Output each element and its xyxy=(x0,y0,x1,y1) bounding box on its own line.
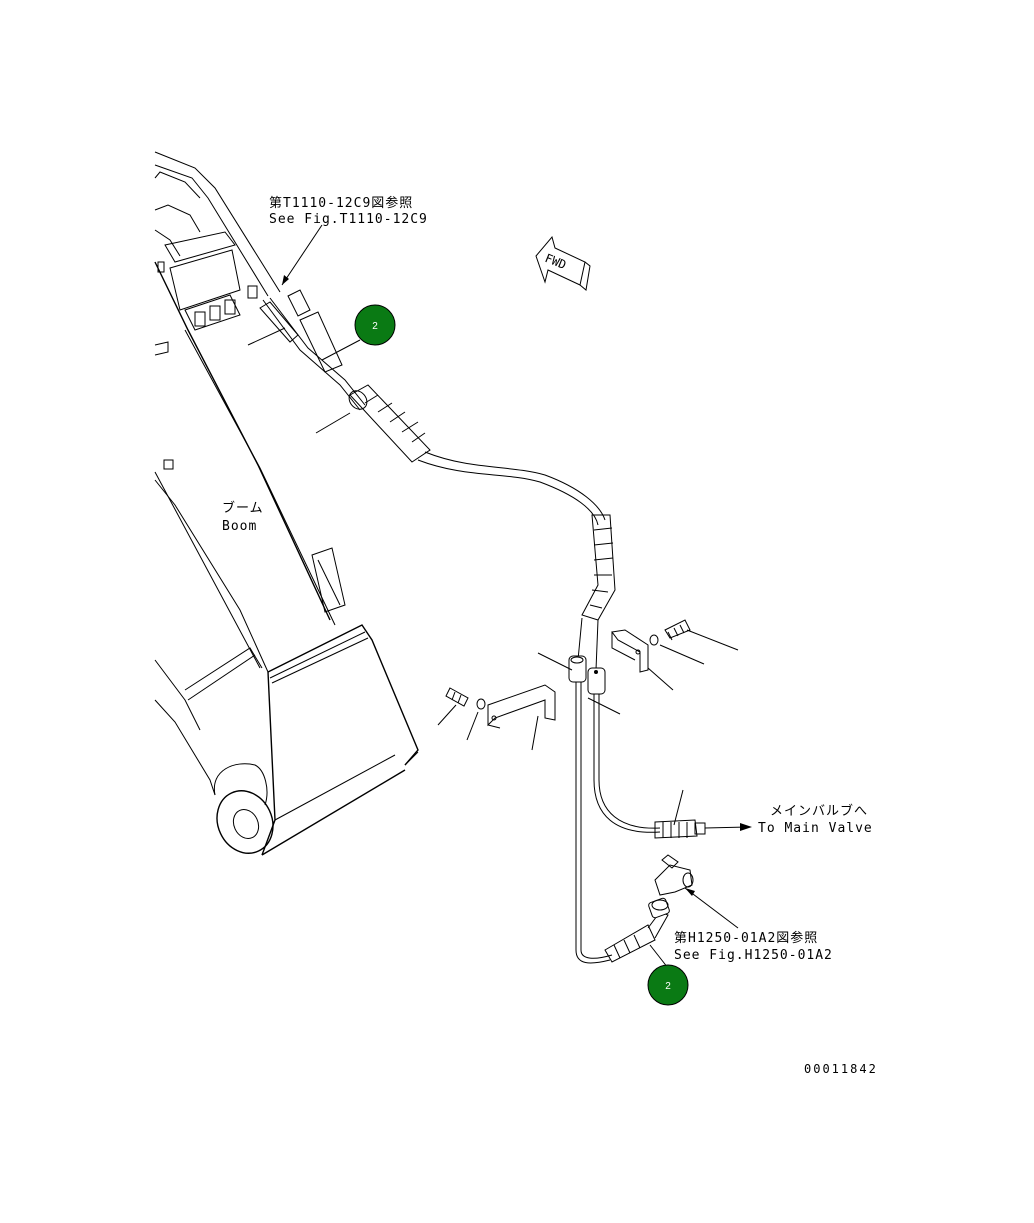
boom-label-jp: ブーム xyxy=(222,500,264,516)
callout-badge[interactable]: 2 xyxy=(354,304,396,346)
main-valve-label-jp: メインバルブへ xyxy=(770,803,868,819)
drawing-number: 00011842 xyxy=(804,1062,878,1076)
fwd-label: FWD xyxy=(543,251,568,272)
fwd-arrow: FWD xyxy=(535,235,591,291)
callout-badge[interactable]: 2 xyxy=(647,964,689,1006)
leader-lines xyxy=(247,224,752,969)
main-valve-label-en: To Main Valve xyxy=(758,821,873,836)
svg-text:2: 2 xyxy=(372,321,378,332)
brackets-and-bolts xyxy=(445,619,691,729)
ref-bottom-en: See Fig.H1250-01A2 xyxy=(674,948,833,963)
svg-text:2: 2 xyxy=(665,981,671,992)
ref-top-en: See Fig.T1110-12C9 xyxy=(269,212,428,227)
boom-label-en: Boom xyxy=(222,519,257,534)
ref-bottom-jp: 第H1250-01A2図参照 xyxy=(674,930,818,946)
ref-top-jp: 第T1110-12C9図参照 xyxy=(269,195,413,211)
boom-structure xyxy=(154,151,419,856)
hose-assembly xyxy=(259,289,706,964)
